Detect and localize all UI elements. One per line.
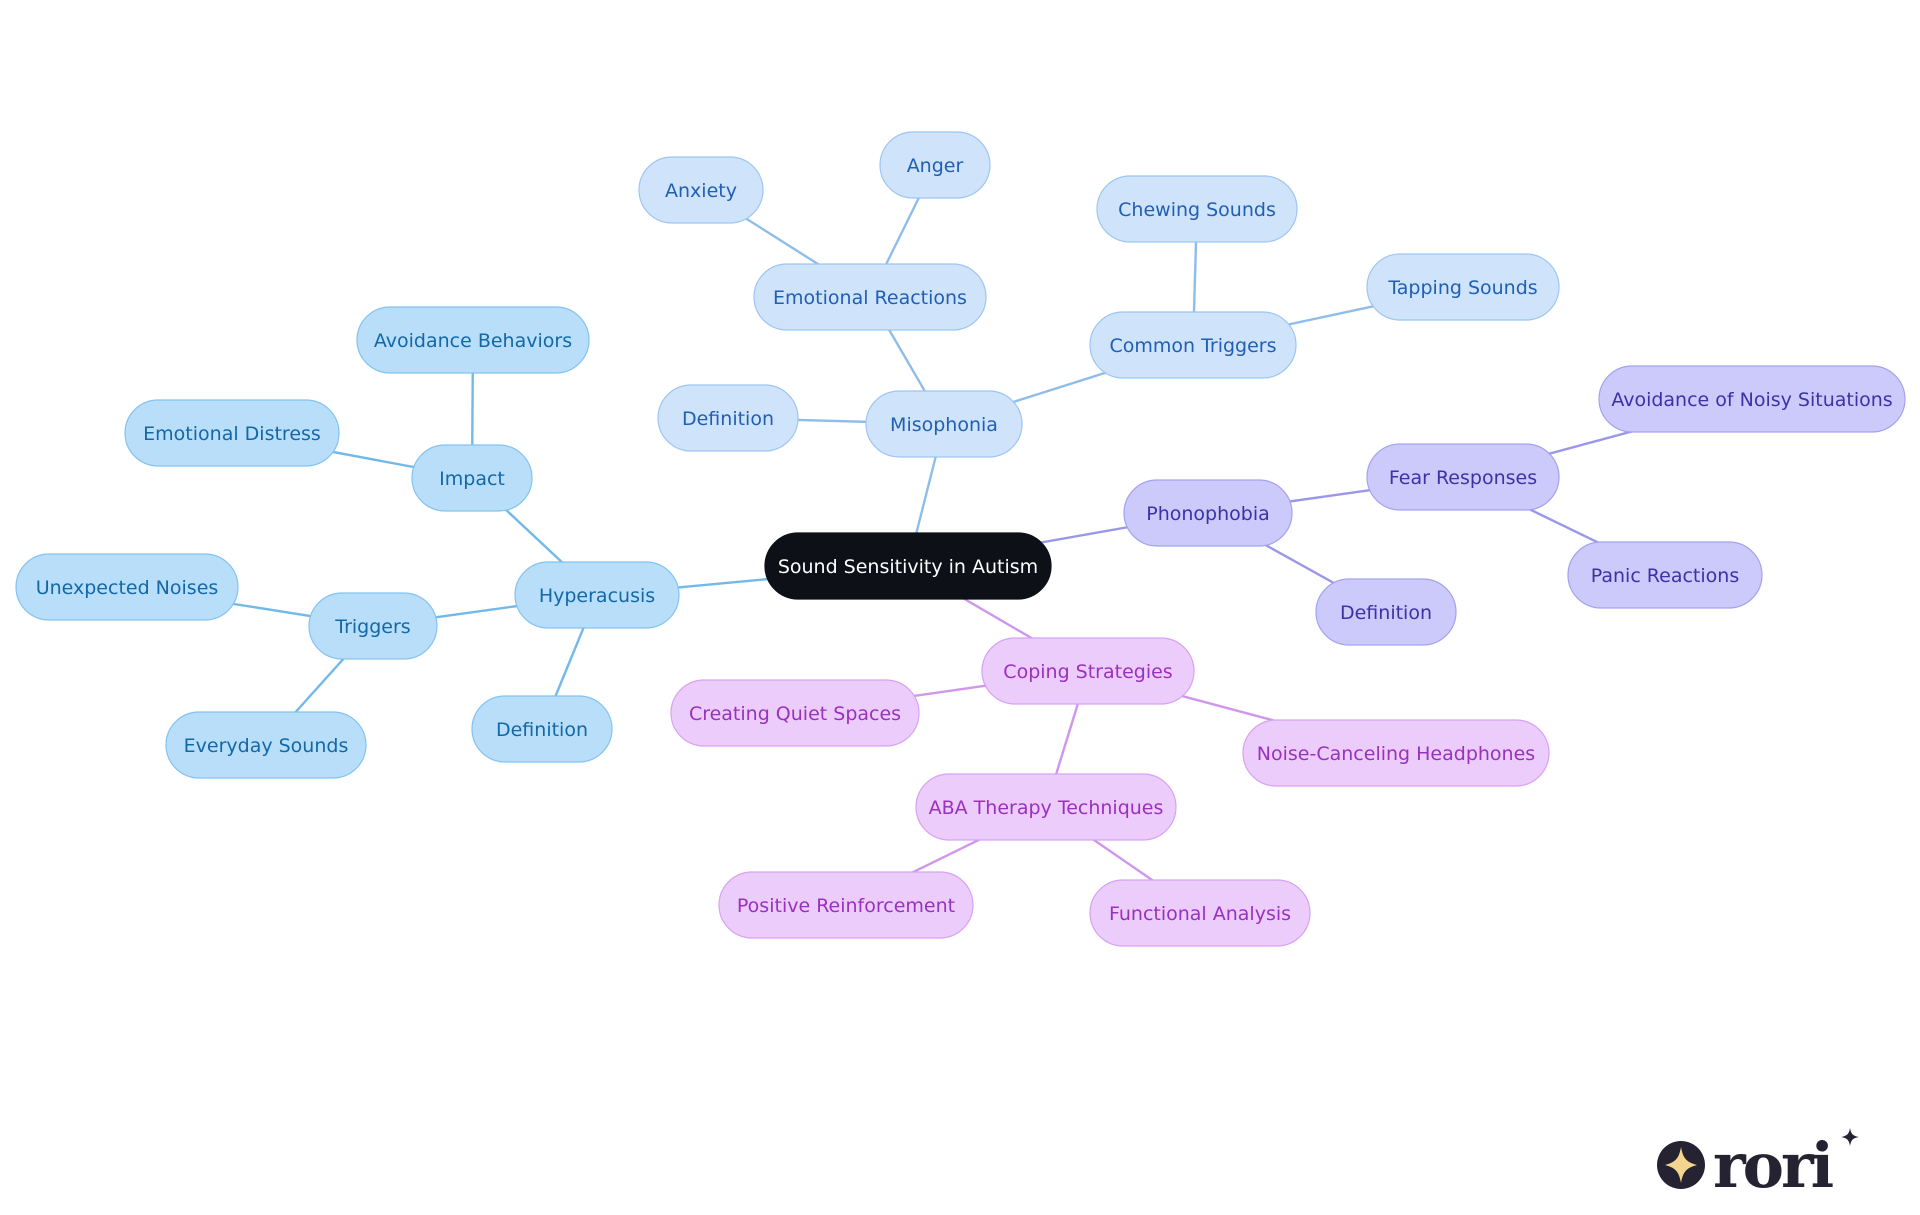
topic-node-misophonia-common-triggers-shape — [1089, 311, 1297, 379]
topic-node-hyperacusis-definition-shape — [471, 695, 613, 763]
leaf-node-panic-reactions: Panic Reactions — [1567, 541, 1763, 609]
branch-node-coping: Coping Strategies — [981, 637, 1195, 705]
topic-node-misophonia-definition: Definition — [657, 384, 799, 452]
branch-node-phonophobia-label: Phonophobia — [1146, 503, 1270, 525]
topic-node-coping-aba-therapy-techniques-shape — [915, 773, 1177, 841]
leaf-node-functional-analysis-label: Functional Analysis — [1109, 903, 1291, 925]
leaf-node-chewing-sounds-shape — [1096, 175, 1298, 243]
topic-node-hyperacusis-triggers-label: Triggers — [334, 616, 410, 638]
leaf-node-positive-reinforcement-label: Positive Reinforcement — [737, 895, 955, 917]
topic-node-hyperacusis-definition: Definition — [471, 695, 613, 763]
topic-node-phonophobia-fear-responses-shape — [1366, 443, 1560, 511]
topic-node-misophonia-emotional-reactions: Emotional Reactions — [753, 263, 987, 331]
leaf-node-anger-label: Anger — [907, 155, 964, 177]
topic-node-phonophobia-fear-responses-label: Fear Responses — [1389, 467, 1537, 489]
leaf-node-emotional-distress-shape — [124, 399, 340, 467]
node-layer: Sound Sensitivity in AutismMisophoniaDef… — [15, 131, 1906, 947]
leaf-node-avoidance-behaviors-label: Avoidance Behaviors — [374, 330, 572, 352]
branch-node-coping-label: Coping Strategies — [1003, 661, 1172, 683]
topic-node-coping-noise-canceling-headphones-shape — [1242, 719, 1550, 787]
leaf-node-panic-reactions-label: Panic Reactions — [1591, 565, 1739, 587]
branch-node-hyperacusis-label: Hyperacusis — [539, 585, 655, 607]
leaf-node-everyday-sounds-label: Everyday Sounds — [184, 735, 349, 757]
leaf-node-avoidance-behaviors: Avoidance Behaviors — [356, 306, 590, 374]
sparkle-star-small-icon — [1841, 1128, 1859, 1146]
leaf-node-anger-shape — [879, 131, 991, 199]
leaf-node-positive-reinforcement-shape — [718, 871, 974, 939]
branch-node-misophonia-shape — [865, 390, 1023, 458]
topic-node-hyperacusis-triggers: Triggers — [308, 592, 438, 660]
topic-node-coping-creating-quiet-spaces-label: Creating Quiet Spaces — [689, 703, 901, 725]
topic-node-coping-creating-quiet-spaces-shape — [670, 679, 920, 747]
root-node-shape — [764, 532, 1052, 600]
topic-node-coping-aba-therapy-techniques-label: ABA Therapy Techniques — [929, 797, 1164, 819]
leaf-node-positive-reinforcement: Positive Reinforcement — [718, 871, 974, 939]
topic-node-hyperacusis-triggers-shape — [308, 592, 438, 660]
leaf-node-unexpected-noises: Unexpected Noises — [15, 553, 239, 621]
topic-node-phonophobia-definition-shape — [1315, 578, 1457, 646]
branch-node-hyperacusis: Hyperacusis — [514, 561, 680, 629]
rori-logo: rori — [1657, 1128, 1859, 1195]
logo-wordmark: rori — [1713, 1129, 1834, 1195]
leaf-node-tapping-sounds: Tapping Sounds — [1366, 253, 1560, 321]
leaf-node-panic-reactions-shape — [1567, 541, 1763, 609]
topic-node-phonophobia-fear-responses: Fear Responses — [1366, 443, 1560, 511]
leaf-node-everyday-sounds-shape — [165, 711, 367, 779]
branch-node-misophonia: Misophonia — [865, 390, 1023, 458]
topic-node-coping-noise-canceling-headphones-label: Noise-Canceling Headphones — [1257, 743, 1535, 765]
topic-node-misophonia-common-triggers-label: Common Triggers — [1109, 335, 1276, 357]
leaf-node-emotional-distress: Emotional Distress — [124, 399, 340, 467]
topic-node-coping-creating-quiet-spaces: Creating Quiet Spaces — [670, 679, 920, 747]
leaf-node-anxiety-label: Anxiety — [665, 180, 737, 202]
branch-node-coping-shape — [981, 637, 1195, 705]
topic-node-coping-aba-therapy-techniques: ABA Therapy Techniques — [915, 773, 1177, 841]
topic-node-phonophobia-definition: Definition — [1315, 578, 1457, 646]
branch-node-hyperacusis-shape — [514, 561, 680, 629]
leaf-node-tapping-sounds-label: Tapping Sounds — [1387, 277, 1537, 299]
leaf-node-unexpected-noises-shape — [15, 553, 239, 621]
leaf-node-functional-analysis-shape — [1089, 879, 1311, 947]
leaf-node-emotional-distress-label: Emotional Distress — [143, 423, 321, 445]
root-node: Sound Sensitivity in Autism — [764, 532, 1052, 600]
topic-node-hyperacusis-impact-label: Impact — [439, 468, 505, 490]
leaf-node-functional-analysis: Functional Analysis — [1089, 879, 1311, 947]
topic-node-hyperacusis-impact: Impact — [411, 444, 533, 512]
topic-node-phonophobia-definition-label: Definition — [1340, 602, 1432, 624]
sparkle-star-icon — [1665, 1147, 1697, 1183]
leaf-node-avoidance-of-noisy-situations: Avoidance of Noisy Situations — [1598, 365, 1906, 433]
topic-node-misophonia-emotional-reactions-label: Emotional Reactions — [773, 287, 967, 309]
topic-node-misophonia-common-triggers: Common Triggers — [1089, 311, 1297, 379]
leaf-node-unexpected-noises-label: Unexpected Noises — [36, 577, 219, 599]
topic-node-misophonia-definition-label: Definition — [682, 408, 774, 430]
branch-node-phonophobia-shape — [1123, 479, 1293, 547]
topic-node-misophonia-emotional-reactions-shape — [753, 263, 987, 331]
leaf-node-anxiety: Anxiety — [638, 156, 764, 224]
leaf-node-avoidance-of-noisy-situations-shape — [1598, 365, 1906, 433]
branch-node-misophonia-label: Misophonia — [890, 414, 998, 436]
topic-node-hyperacusis-impact-shape — [411, 444, 533, 512]
topic-node-hyperacusis-definition-label: Definition — [496, 719, 588, 741]
leaf-node-avoidance-behaviors-shape — [356, 306, 590, 374]
topic-node-misophonia-definition-shape — [657, 384, 799, 452]
branch-node-phonophobia: Phonophobia — [1123, 479, 1293, 547]
leaf-node-avoidance-of-noisy-situations-label: Avoidance of Noisy Situations — [1611, 389, 1892, 411]
leaf-node-chewing-sounds: Chewing Sounds — [1096, 175, 1298, 243]
leaf-node-anxiety-shape — [638, 156, 764, 224]
leaf-node-chewing-sounds-label: Chewing Sounds — [1118, 199, 1276, 221]
leaf-node-tapping-sounds-shape — [1366, 253, 1560, 321]
leaf-node-everyday-sounds: Everyday Sounds — [165, 711, 367, 779]
leaf-node-anger: Anger — [879, 131, 991, 199]
root-node-label: Sound Sensitivity in Autism — [778, 556, 1038, 578]
topic-node-coping-noise-canceling-headphones: Noise-Canceling Headphones — [1242, 719, 1550, 787]
